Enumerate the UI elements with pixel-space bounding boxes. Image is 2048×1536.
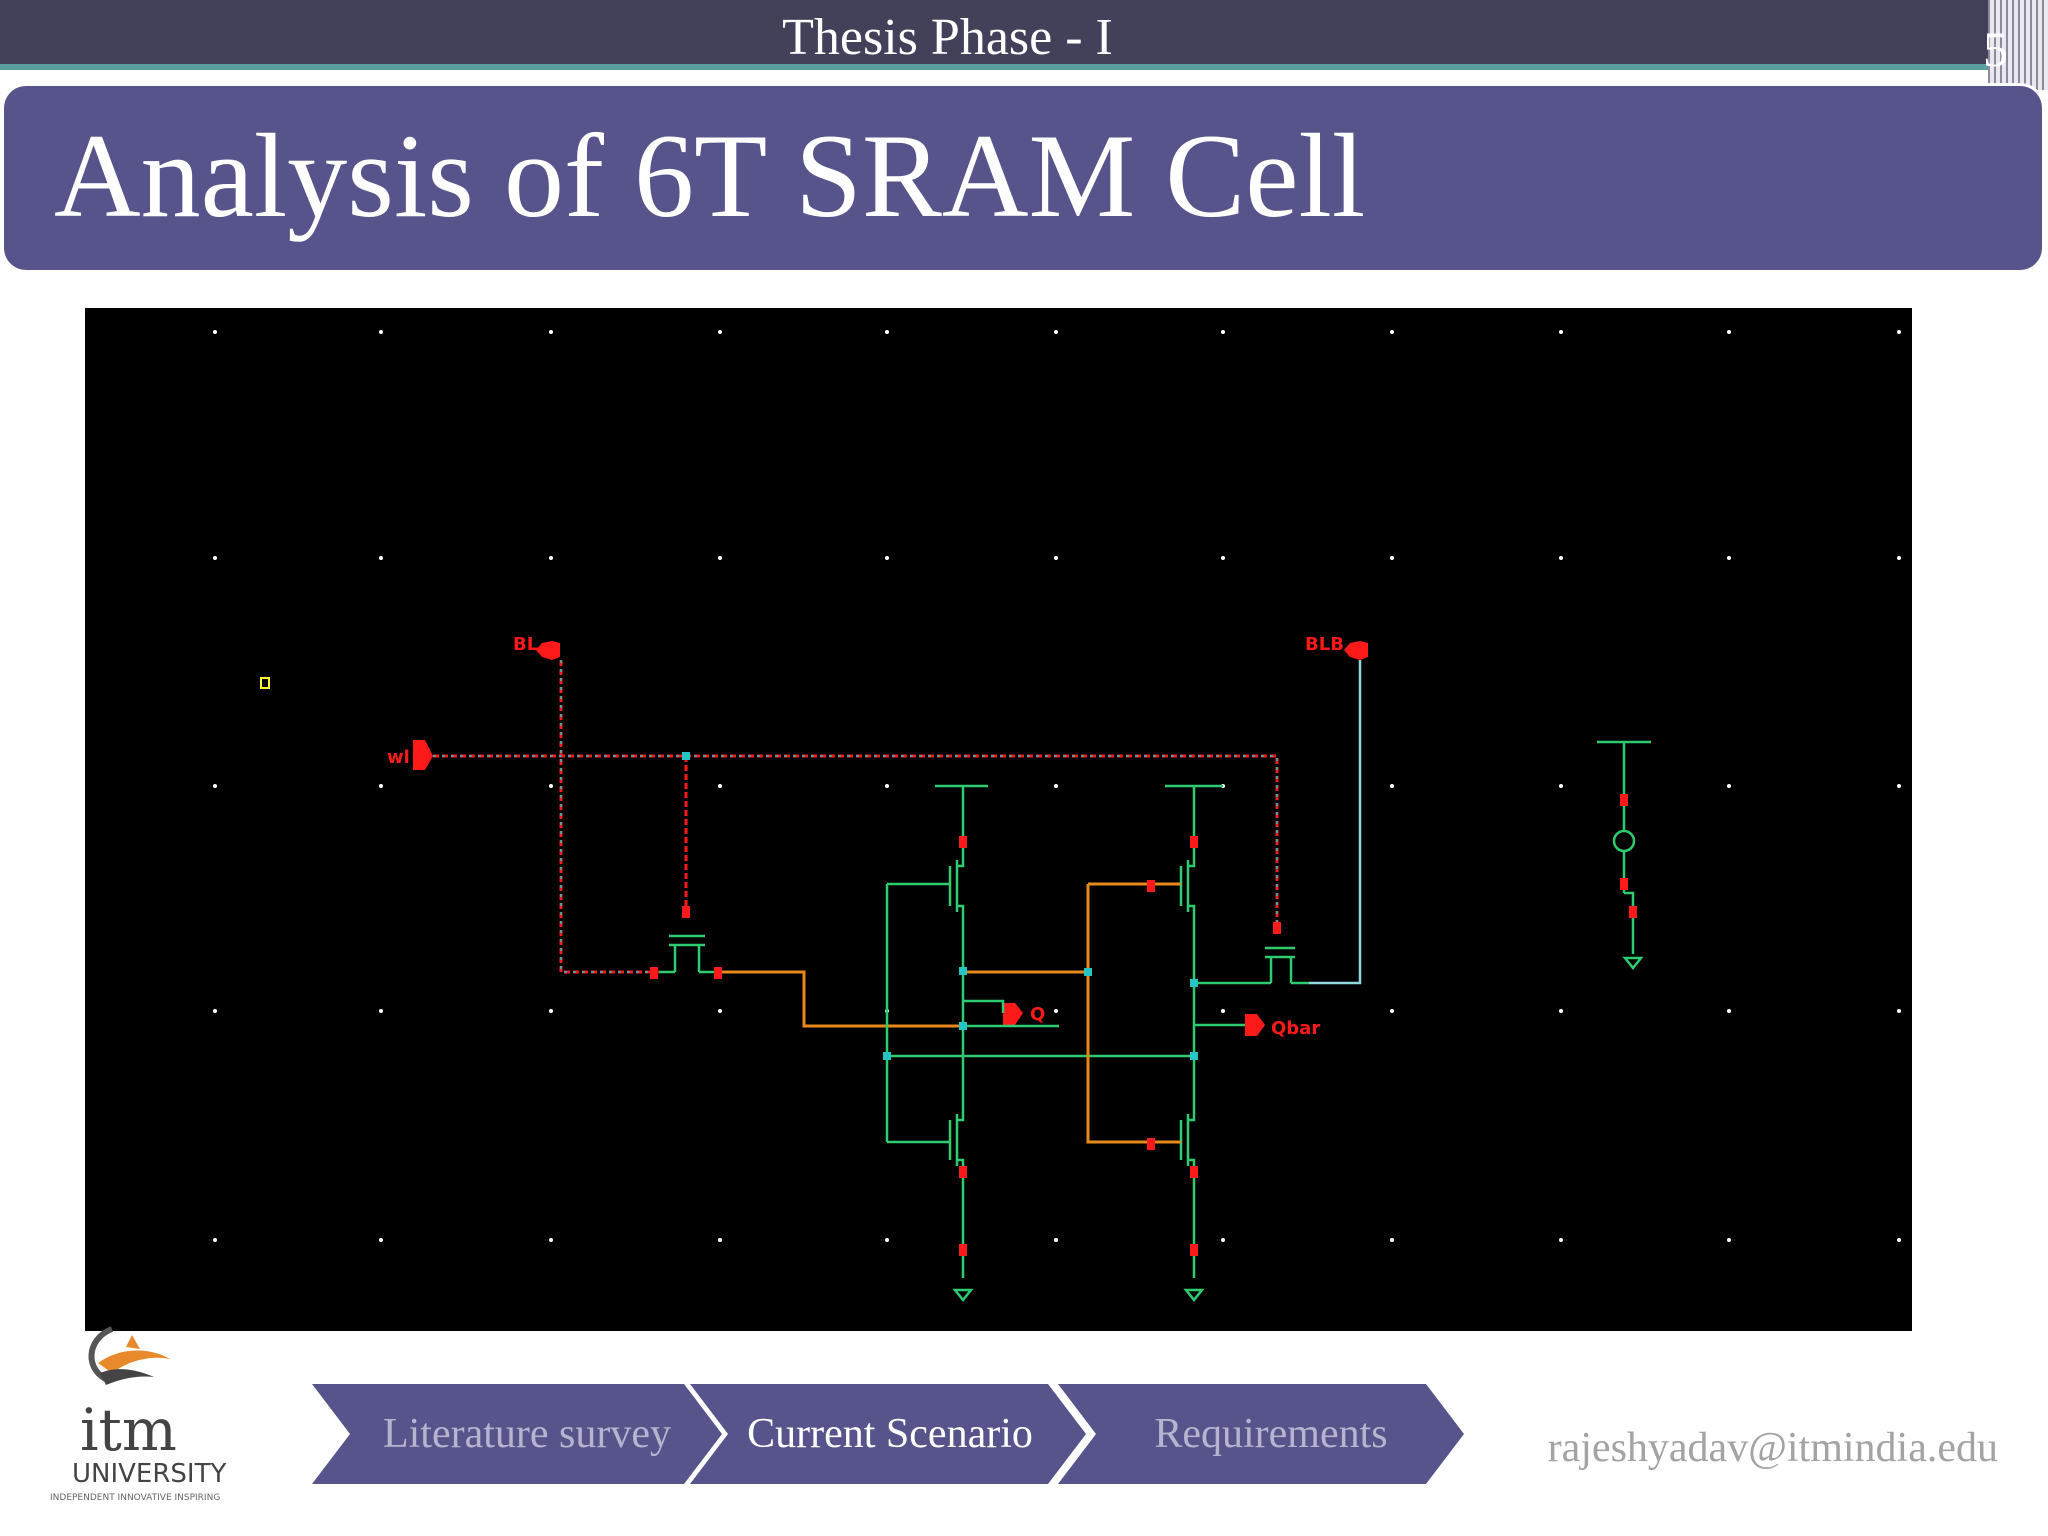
nodes [650,794,1637,1256]
title-band: Analysis of 6T SRAM Cell [4,86,2042,270]
inverter-left [885,784,1059,1303]
nav-current-scenario-label: Current Scenario [747,1411,1033,1457]
sram-schematic: BL BLB wl Q Qbar [85,308,1912,1331]
inverter-right [887,784,1245,1303]
access-transistor-right [1194,946,1309,985]
qbar-label: Qbar [1271,1018,1320,1039]
blb-label: BLB [1305,634,1344,655]
header-title: Thesis Phase - I [782,9,1113,66]
marker-square [260,677,270,689]
nav-current-scenario[interactable]: Current Scenario [690,1384,1086,1484]
top-bar [0,0,2048,70]
wl-label: wl [387,747,410,768]
nav-literature-survey[interactable]: Literature survey [312,1384,722,1484]
logo-university: UNIVERSITY [72,1459,226,1489]
logo-tagline: INDEPENDENT INNOVATIVE INSPIRING [50,1493,220,1503]
bl-label: BL [513,634,538,655]
pins [413,641,1368,1036]
nav-requirements[interactable]: Requirements [1058,1384,1464,1484]
voltage-source [1597,740,1651,971]
junctions [682,752,1198,1060]
q-label: Q [1030,1004,1045,1025]
access-transistor-left [659,934,722,974]
page-number: 5 [1983,21,2008,77]
teal-rule [0,64,2048,70]
itm-university-logo: itm UNIVERSITY INDEPENDENT INNOVATIVE IN… [40,1325,230,1505]
logo-wordmark: itm [80,1396,177,1464]
grid-dots [213,330,1901,1242]
slide-title: Analysis of 6T SRAM Cell [54,109,1366,242]
nav-literature-survey-label: Literature survey [382,1411,672,1457]
corner-stripes [1988,0,2048,90]
nav-requirements-label: Requirements [1154,1411,1388,1457]
footer-email: rajeshyadav@itmindia.edu [1547,1425,1998,1471]
logo-icon [88,1326,170,1385]
